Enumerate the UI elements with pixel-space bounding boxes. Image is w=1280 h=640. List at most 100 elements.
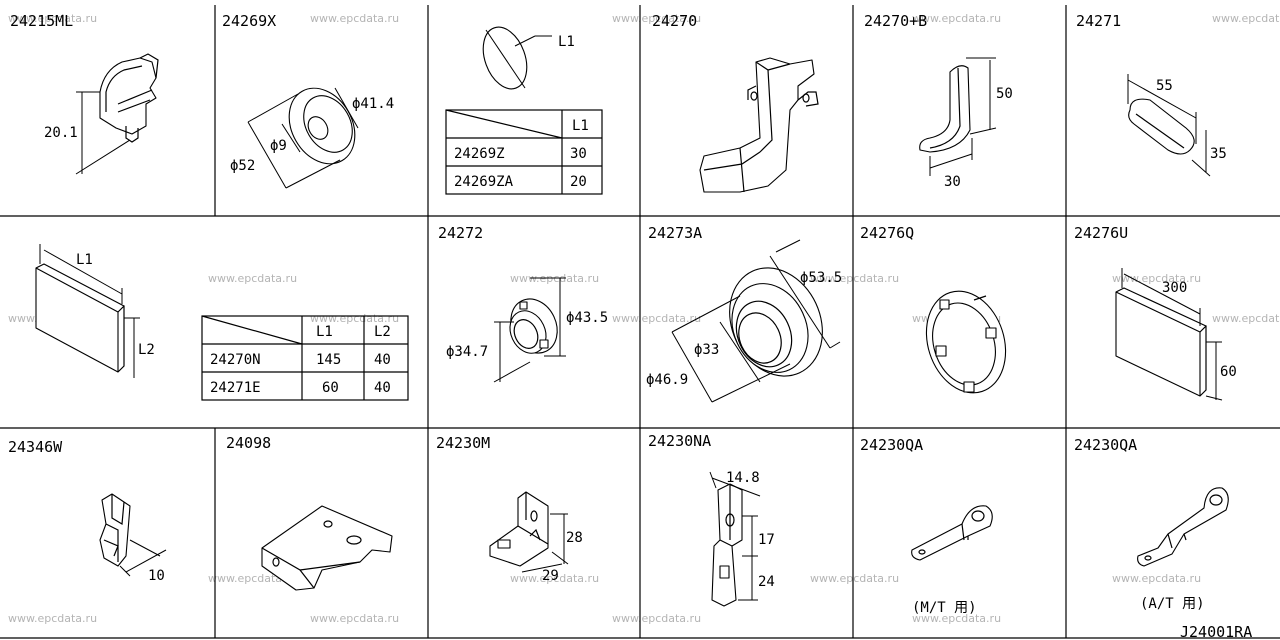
watermark: www.epcdata.ru <box>1212 312 1280 325</box>
strap-bracket-drawing <box>711 483 743 607</box>
pad-drawing <box>35 263 126 373</box>
table-cell-l1: 145 <box>316 352 341 368</box>
watermark: www.epcdata.ru <box>612 12 701 25</box>
dimension-inner-dia: ϕ34.7 <box>446 344 488 360</box>
dimension-hole-dia: ϕ33 <box>694 342 719 358</box>
cell-24230QA-at[interactable]: 24230QA (A/T 用) <box>1074 436 1229 612</box>
dimension-outer-dia: ϕ53.5 <box>800 270 842 286</box>
large-pad-drawing <box>1115 287 1208 397</box>
dimension-outer-dia: ϕ43.5 <box>566 310 608 326</box>
dimension-width: 35 <box>1210 146 1227 162</box>
table-cell-part: 24270N <box>210 352 261 368</box>
table-cell-part: 24271E <box>210 380 261 396</box>
plug-drawing <box>482 26 552 90</box>
watermark: www.epcdata.ru <box>8 612 97 625</box>
dimension-length: 300 <box>1162 280 1187 296</box>
dimension-outer-dia: ϕ52 <box>230 158 255 174</box>
part-number: 24270+B <box>864 12 927 30</box>
cell-24230NA[interactable]: 24230NA 14.8 17 24 <box>648 432 775 607</box>
table-cell-l2: 40 <box>374 380 391 396</box>
cell-24230QA-mt[interactable]: 24230QA (M/T 用) <box>860 436 993 616</box>
watermark: www.epcdata.ru <box>612 612 701 625</box>
cell-24270-B[interactable]: 24270+B 50 30 <box>864 12 1013 190</box>
watermark: www.epcdata.ru <box>310 312 399 325</box>
dimension-lines <box>75 91 131 175</box>
watermark: www.epcdata.ru <box>310 612 399 625</box>
usage-note: (A/T 用) <box>1140 596 1205 612</box>
dimension-lines <box>521 513 569 573</box>
dimension-width: 30 <box>944 174 961 190</box>
spec-table <box>201 315 409 401</box>
clamp-drawing <box>99 493 131 567</box>
watermark: www.epcdata.ru <box>612 312 701 325</box>
dimension-height: 28 <box>566 530 583 546</box>
cell-plug-table[interactable]: L1 L1 24269Z 30 24269ZA 20 <box>445 21 603 195</box>
watermark: www.epcdata.ru <box>810 272 899 285</box>
table-cell-l1: 30 <box>570 146 587 162</box>
cell-24270[interactable]: 24270 <box>652 12 819 193</box>
dimension-lines <box>671 239 841 403</box>
table-header-l1: L1 <box>316 324 333 340</box>
part-number: 24269X <box>222 12 276 30</box>
cell-24273A[interactable]: 24273A ϕ53.5 ϕ33 ϕ46.9 <box>646 224 842 403</box>
angle-bracket-drawing <box>489 491 549 567</box>
dimension-lines <box>493 277 566 383</box>
split-ring-drawing <box>925 290 1007 394</box>
table-cell-l2: 40 <box>374 352 391 368</box>
spec-table <box>445 109 603 195</box>
watermark: www.epcdata.ru <box>510 572 599 585</box>
ring-grommet-drawing <box>509 298 558 354</box>
cell-24346W[interactable]: 24346W 10 <box>8 438 167 584</box>
cell-pad-table[interactable]: L1 L2 L1 L2 24270N 145 40 24271E 60 40 <box>35 244 409 401</box>
grid-lines <box>0 5 1280 639</box>
part-number: 24276U <box>1074 224 1128 242</box>
part-number: 24271 <box>1076 12 1121 30</box>
table-header-l2: L2 <box>374 324 391 340</box>
dimension-lines <box>247 87 359 189</box>
dimension-width: 14.8 <box>726 470 760 486</box>
dimension-upper-length: 17 <box>758 532 775 548</box>
oval-plug-drawing <box>1128 98 1195 155</box>
part-number: 24230QA <box>860 436 923 454</box>
watermark: www.epcdata.ru <box>912 612 1001 625</box>
part-number: 24230QA <box>1074 436 1137 454</box>
watermark-layer: www.epcdata.ru www.epcdata.ru www.epcdat… <box>8 12 1280 625</box>
cell-24276U[interactable]: 24276U 300 60 <box>1074 224 1237 401</box>
table-cell-l1: 20 <box>570 174 587 190</box>
dimension-flange-dia: ϕ41.4 <box>352 96 394 112</box>
watermark: www.epcdata.ru <box>310 12 399 25</box>
dimension-lines <box>1121 268 1223 401</box>
dimension-lines <box>929 57 997 176</box>
part-number: 24270 <box>652 12 697 30</box>
dimension-lines <box>119 539 167 577</box>
dimension-l2: L2 <box>138 342 155 358</box>
grommet-drawing <box>288 87 356 165</box>
part-number: 24276Q <box>860 224 914 242</box>
dimension-hole-dia: ϕ9 <box>270 138 287 154</box>
usage-note: (M/T 用) <box>912 600 977 616</box>
terminal-bracket-drawing <box>911 505 993 561</box>
cell-24276Q[interactable]: 24276Q <box>860 224 1018 403</box>
cell-24230M[interactable]: 24230M 28 29 <box>436 434 583 584</box>
curved-pad-drawing <box>919 65 971 153</box>
dimension-lines <box>39 244 140 378</box>
cell-24215ML[interactable]: 24215ML 20.1 <box>10 12 159 175</box>
cell-24098[interactable]: 24098 <box>226 434 393 591</box>
table-cell-part: 24269ZA <box>454 174 514 190</box>
dimension-width: 10 <box>148 568 165 584</box>
watermark: www.epcdata.ru <box>810 572 899 585</box>
table-cell-l1: 60 <box>322 380 339 396</box>
part-number: 24230NA <box>648 432 711 450</box>
dimension-lines <box>1127 74 1211 177</box>
part-number: 24346W <box>8 438 63 456</box>
dimension-lines <box>709 471 761 601</box>
dimension-width: 29 <box>542 568 559 584</box>
watermark: www.epcdata.ru <box>208 272 297 285</box>
dimension-width: 60 <box>1220 364 1237 380</box>
cell-24271[interactable]: 24271 55 35 <box>1076 12 1227 177</box>
watermark: www.epcdata.ru <box>1112 572 1201 585</box>
part-number: 24272 <box>438 224 483 242</box>
cell-24272[interactable]: 24272 ϕ43.5 ϕ34.7 <box>438 224 608 383</box>
cell-24269X[interactable]: 24269X ϕ41.4 ϕ9 ϕ52 <box>222 12 394 189</box>
dimension-length: 55 <box>1156 78 1173 94</box>
